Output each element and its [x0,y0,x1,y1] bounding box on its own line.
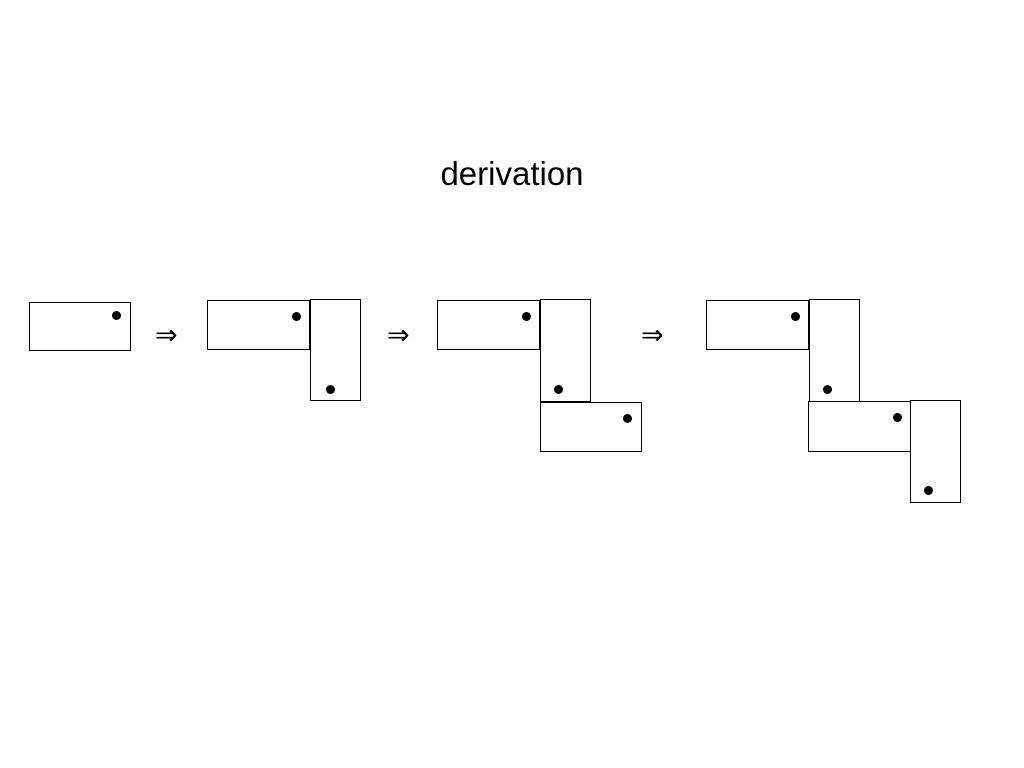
stage-4-tile-h1-dot [791,312,800,321]
stage-2-tile-v2 [310,299,361,401]
arrow-2-rightwards-double-arrow-icon: ⇒ [387,320,410,351]
page-title: derivation [440,155,584,192]
stage-4-tile-v4 [910,400,961,503]
stage-3-tile-v2 [540,299,591,402]
stage-4-tile-v2-dot [823,385,832,394]
stage-2-tile-v2-dot [326,385,335,394]
stage-4-tile-v2 [809,299,860,402]
stage-2-tile-h1-dot [292,312,301,321]
arrow-1-rightwards-double-arrow-icon: ⇒ [155,320,178,351]
stage-1-tile-h1 [29,302,131,351]
stage-4-tile-h1 [706,300,809,350]
stage-4-tile-v4-dot [924,486,933,495]
stage-2-tile-h1 [207,300,310,350]
stage-3-tile-h3 [540,402,642,452]
stage-1-tile-h1-dot [112,311,121,320]
stage-3-tile-h1-dot [522,312,531,321]
stage-3-tile-h1 [437,300,540,350]
stage-4-tile-h3 [808,401,911,452]
stage-4-tile-h3-dot [893,413,902,422]
stage-3-tile-h3-dot [623,414,632,423]
arrow-3-rightwards-double-arrow-icon: ⇒ [641,320,664,351]
stage-3-tile-v2-dot [554,385,563,394]
